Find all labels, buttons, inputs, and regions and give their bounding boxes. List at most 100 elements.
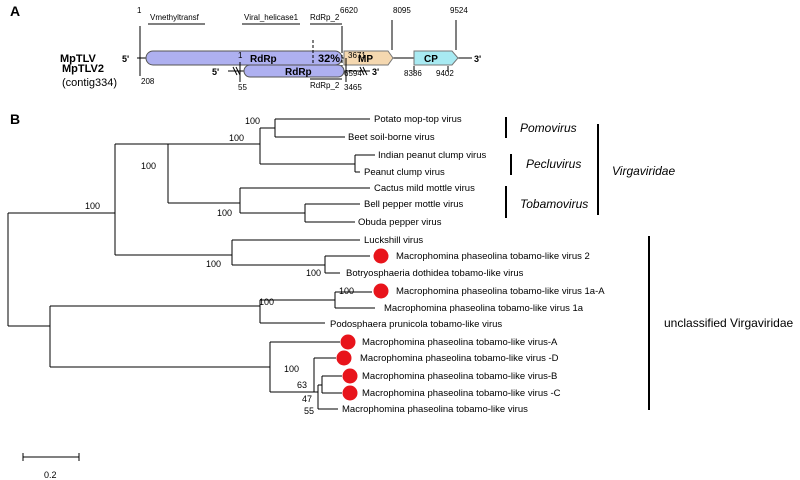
bootstrap-value: 100 [229, 133, 244, 143]
bootstrap-value: 100 [206, 259, 221, 269]
leaf-label: Macrophomina phaseolina tobamo-like viru… [342, 404, 528, 415]
bootstrap-value: 47 [302, 394, 312, 404]
genome-name-mptlv2: MpTLV2 [62, 63, 104, 75]
scale-bar [22, 453, 80, 461]
phylogenetic-tree: Potato mop-top virus Beet soil-borne vir… [7, 114, 794, 480]
branch-mptlv-base [317, 400, 338, 410]
marker-mptlv-b [342, 368, 358, 384]
clade-pecluvirus: Pecluvirus [526, 157, 581, 171]
clade-pomovirus: Pomovirus [520, 121, 577, 135]
leaf-label: Macrophomina phaseolina tobamo-like viru… [384, 303, 584, 314]
pos-8386: 8386 [404, 69, 422, 78]
leaf-label: Macrophomina phaseolina tobamo-like viru… [396, 286, 605, 297]
domain-vmethyl: Vmethyltransf [150, 13, 200, 22]
branch-podosphaera-node [259, 299, 335, 324]
branch-pomo-peclu [259, 127, 355, 165]
rdrp-orf-2 [243, 64, 345, 78]
pos-6620: 6620 [340, 6, 358, 15]
leaf-label: Luckshill virus [364, 235, 423, 246]
branch-luckshill-node [231, 239, 360, 266]
leaf-label: Bell pepper mottle virus [364, 199, 464, 210]
marker-mptlv1a-a [373, 283, 389, 299]
branch-55-node [318, 376, 323, 393]
domain-helicase: Viral_helicase1 [244, 13, 299, 22]
leaf-label: Peanut clump virus [364, 167, 445, 178]
pos-208: 208 [141, 77, 155, 86]
leaf-label: Macrophomina phaseolina tobamo-like viru… [396, 251, 590, 262]
pos2-55: 55 [238, 83, 247, 92]
leaf-label: Macrophomina phaseolina tobamo-like viru… [360, 353, 559, 364]
genome-sub-mptlv2: (contig334) [62, 77, 117, 89]
three-prime-end-1: 3' [474, 54, 481, 64]
branch-tobamo-node [239, 187, 370, 214]
three-prime-end-2: 3' [372, 67, 379, 77]
pos2-3465: 3465 [344, 83, 362, 92]
cp-label: CP [424, 54, 438, 65]
identity-percent: 32% [318, 53, 340, 65]
branch-mptlv2-node [324, 255, 370, 274]
five-prime-end-1: 5' [122, 54, 129, 64]
bootstrap-value: 100 [259, 297, 274, 307]
marker-mptlv2 [373, 248, 389, 264]
bootstrap-value: 100 [339, 286, 354, 296]
marker-mptlv-d [336, 350, 352, 366]
leaf-label: Macrophomina phaseolina tobamo-like viru… [362, 337, 558, 348]
pos-1: 1 [137, 6, 142, 15]
clade-unclassified: unclassified Virgaviridae [664, 316, 794, 330]
bootstrap-value: 100 [306, 268, 321, 278]
branch-virgaviridae-children [115, 143, 232, 256]
marker-mptlv-a [340, 334, 356, 350]
branch-unclassified-node [49, 305, 270, 368]
mp-label: MP [358, 54, 373, 65]
pos-8095: 8095 [393, 6, 411, 15]
bootstrap-value: 100 [141, 161, 156, 171]
break-mark-right-1 [359, 66, 365, 76]
genome-map-mptlv2: MpTLV2 (contig334) 32% 5' 3' 1 55 RdRp R… [62, 40, 379, 92]
leaf-label: Indian peanut clump virus [378, 150, 487, 161]
leaf-label: Beet soil-borne virus [348, 132, 435, 143]
branch-pecluvirus [354, 154, 375, 173]
rdrp-label-1: RdRp [250, 54, 277, 65]
bootstrap-value: 63 [297, 380, 307, 390]
marker-mptlv-c [342, 385, 358, 401]
branch-mptlv-node [269, 341, 314, 393]
domain-rdrp2: RdRp_2 [310, 13, 340, 22]
panel-a-label: A [10, 3, 20, 19]
scale-label: 0.2 [44, 470, 57, 480]
branch-mptlv-b-c [322, 375, 342, 394]
break-mark-right-2 [362, 66, 368, 76]
pos2-1: 1 [238, 51, 243, 60]
bootstrap-value: 100 [85, 201, 100, 211]
clade-virgaviridae: Virgaviridae [612, 164, 675, 178]
break-mark-left-1 [232, 66, 238, 76]
genome-name-mptlv: MpTLV [60, 53, 97, 65]
branch-mptlv1a-node [334, 291, 375, 309]
break-mark-left-2 [235, 66, 241, 76]
leaf-label: Macrophomina phaseolina tobamo-like viru… [362, 371, 557, 382]
bootstrap-value: 55 [304, 406, 314, 416]
branch-tobamovirus [304, 203, 360, 223]
domain-rdrp2-2: RdRp_2 [310, 81, 340, 90]
branch-47-node [314, 385, 319, 400]
leaf-label: Macrophomina phaseolina tobamo-like viru… [362, 388, 561, 399]
branch-classified-children [168, 143, 260, 204]
five-prime-end-2: 5' [212, 67, 219, 77]
cp-orf [413, 50, 459, 66]
clade-tobamovirus: Tobamovirus [520, 197, 588, 211]
pos-9402: 9402 [436, 69, 454, 78]
leaf-label: Cactus mild mottle virus [374, 183, 475, 194]
panel-b-label: B [10, 111, 20, 127]
rdrp-label-2: RdRp [285, 67, 312, 78]
leaf-label: Botryosphaeria dothidea tobamo-like viru… [346, 268, 524, 279]
mp-orf [343, 50, 394, 66]
leaf-label: Potato mop-top virus [374, 114, 462, 125]
leaf-label: Podosphaera prunicola tobamo-like virus [330, 319, 502, 330]
pos2-3671: 3671 [348, 51, 366, 60]
branch-root-children [8, 212, 115, 327]
pos-6594: 6594 [344, 69, 362, 78]
bootstrap-value: 100 [284, 364, 299, 374]
bootstrap-value: 100 [245, 116, 260, 126]
genome-map-mptlv: MpTLV 5' 3' 1 208 RdRp Vmethyltransf Vir… [60, 6, 481, 86]
leaf-label: Obuda pepper virus [358, 217, 442, 228]
